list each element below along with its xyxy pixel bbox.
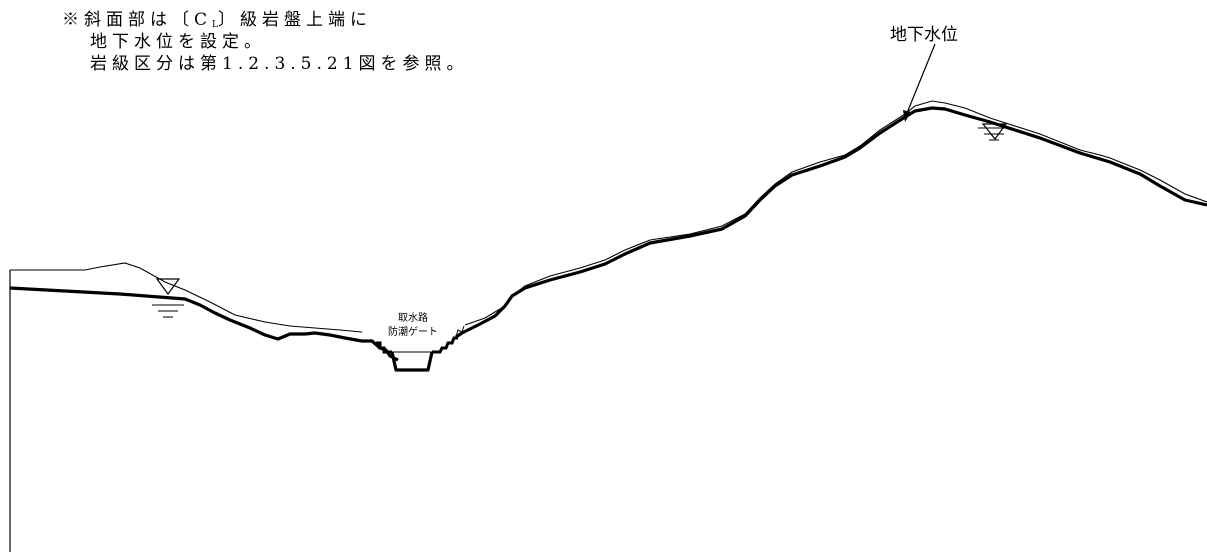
groundwater-leader-arrowhead xyxy=(903,110,911,122)
note-line-3: 岩級区分は第1.2.3.5.21図を参照。 xyxy=(90,54,469,74)
rock-edge-small xyxy=(455,325,465,338)
groundwater-label: 地下水位 xyxy=(890,25,958,45)
note-subscript: L xyxy=(212,20,218,30)
water-level-symbol-left xyxy=(152,278,184,318)
gate-label-line-2: 防潮ゲート xyxy=(388,327,438,338)
groundwater-label-leader xyxy=(906,43,936,114)
gate-label-line-1: 取水路 xyxy=(398,313,428,324)
gate-label: 取水路 防潮ゲート xyxy=(382,312,444,340)
groundwater-level-line xyxy=(9,106,1207,362)
ground-surface-line xyxy=(10,100,1207,333)
note-line-1: ※斜面部は〔CL〕級岩盤上端に xyxy=(62,10,372,30)
water-level-symbol-right xyxy=(978,123,1012,141)
note-line-2: 地下水位を設定。 xyxy=(90,32,266,52)
gate-steps-right xyxy=(432,336,458,354)
gate-steps-left xyxy=(376,341,392,354)
intake-channel-trench xyxy=(390,351,434,372)
